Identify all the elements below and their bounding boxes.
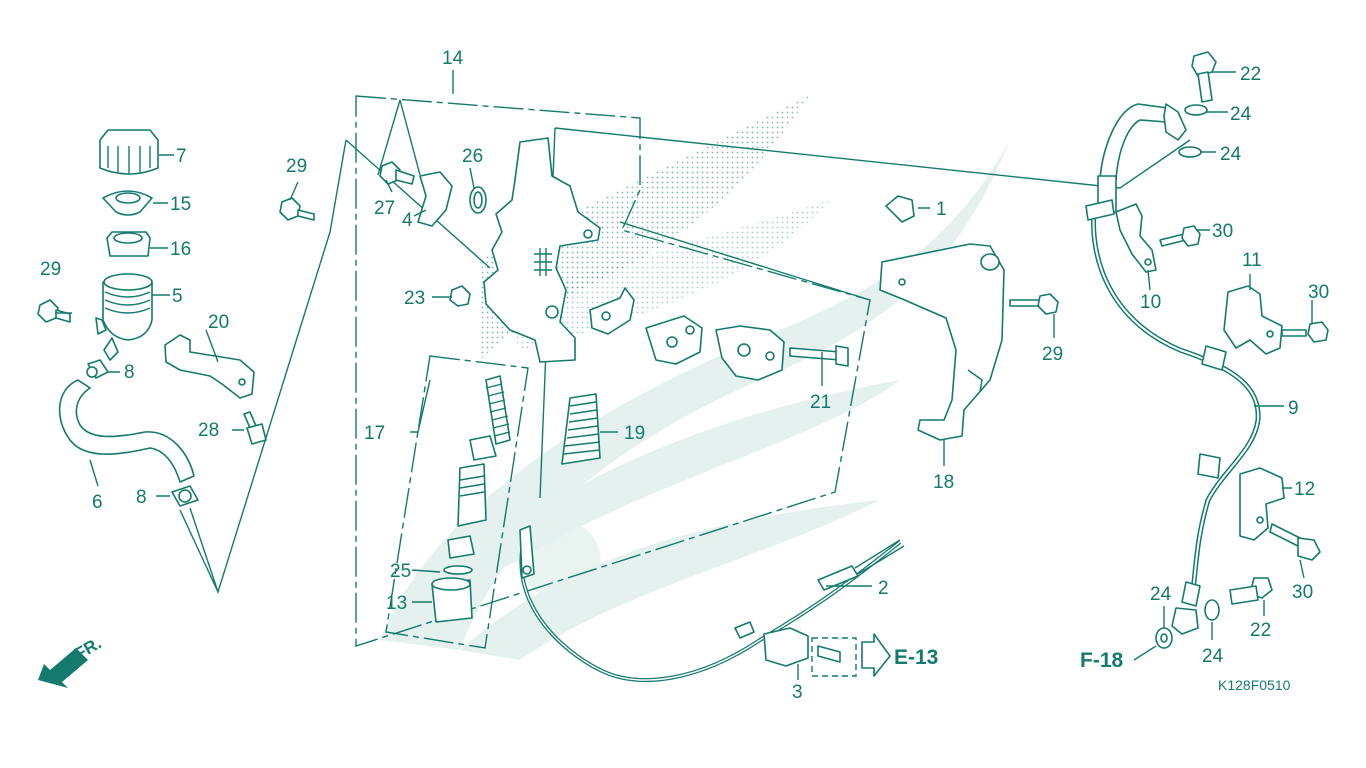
hose-stay-11	[1223, 285, 1283, 355]
callout-3: 3	[792, 682, 803, 703]
linkage-arm-3	[715, 325, 785, 381]
banjo-bolt-22-bottom	[1229, 577, 1273, 605]
callout-5: 5	[172, 286, 183, 307]
clutch-switch	[379, 161, 453, 227]
callout-17: 17	[364, 423, 385, 444]
callout-19: 19	[624, 423, 645, 444]
callout-10: 10	[1140, 292, 1161, 313]
nut-23	[449, 285, 471, 307]
callout-4: 4	[402, 210, 413, 231]
sealing-washer-24b	[1178, 146, 1202, 158]
banjo-bolt-22-top	[1191, 51, 1217, 103]
callout-22-top: 22	[1240, 64, 1261, 85]
callout-labels: 7 15 16 5 29 20 8 28 6 8 14 29 27 4 26 2…	[40, 48, 1329, 703]
callout-7: 7	[176, 146, 187, 167]
hose-stay-12	[1239, 467, 1285, 541]
arrow-right-icon	[861, 633, 891, 677]
callout-9: 9	[1288, 398, 1299, 419]
callout-24-a: 24	[1230, 104, 1252, 125]
pivot-bolt-21	[789, 345, 849, 367]
reservoir-plate	[102, 190, 153, 216]
callout-22-bottom: 22	[1250, 620, 1271, 641]
bolt-29-center	[279, 197, 315, 221]
leader-lines	[55, 71, 1313, 680]
linkage-arm-2	[645, 315, 703, 365]
bolt-30-top	[1159, 225, 1201, 247]
bolt-29-left	[37, 299, 71, 323]
bolt-29-right	[1009, 293, 1059, 315]
piston-set	[443, 375, 511, 575]
callout-15: 15	[170, 194, 191, 215]
callout-12: 12	[1294, 479, 1315, 500]
sealing-washer-24a	[1184, 104, 1208, 116]
boot-19	[561, 393, 601, 465]
bolt-30-middle	[1281, 321, 1329, 343]
o-ring-26	[469, 186, 487, 214]
figure-code: K128F0510	[1218, 677, 1291, 693]
cable-guide-3	[763, 627, 857, 677]
callout-28: 28	[198, 420, 219, 441]
reservoir-cap	[99, 129, 159, 175]
callout-8-lower: 8	[136, 487, 147, 508]
callout-20: 20	[208, 312, 229, 333]
callout-2: 2	[878, 578, 889, 599]
assembly-group-lines	[179, 70, 1191, 649]
clutch-cable	[519, 525, 905, 682]
hose-clip-upper	[86, 359, 109, 379]
callout-24-d: 24	[1202, 646, 1224, 667]
callout-30-middle: 30	[1308, 282, 1329, 303]
sealing-washer-24c	[1155, 627, 1173, 649]
callout-16: 16	[170, 239, 191, 260]
hose-stay-10	[1115, 203, 1157, 273]
reference-f18: F-18	[1080, 649, 1124, 672]
reservoir-hose	[58, 379, 195, 483]
linkage-arm-1	[589, 287, 635, 335]
watermark-wing-logo	[380, 95, 1010, 660]
master-cylinder-body	[483, 137, 601, 363]
callout-13: 13	[386, 593, 407, 614]
callout-18: 18	[933, 472, 954, 493]
callout-24-c: 24	[1150, 584, 1172, 605]
clutch-fluid-reservoir	[95, 273, 153, 361]
callout-29-left: 29	[40, 259, 61, 280]
callout-25: 25	[390, 561, 411, 582]
bolt-28	[243, 411, 267, 445]
reservoir-stay	[164, 334, 255, 399]
clutch-hose	[1085, 103, 1261, 635]
callout-30-bottom: 30	[1292, 582, 1313, 603]
callout-29-right: 29	[1042, 344, 1063, 365]
callout-24-b: 24	[1220, 144, 1242, 165]
callout-21: 21	[810, 392, 831, 413]
hose-clip-lower	[171, 485, 199, 507]
callout-11: 11	[1242, 250, 1262, 271]
reservoir-diaphragm	[106, 231, 151, 257]
cover-18	[879, 243, 1005, 441]
callout-27: 27	[374, 198, 395, 219]
front-arrow-icon	[38, 648, 88, 688]
callout-29-center: 29	[286, 156, 307, 177]
sealing-washer-24d	[1204, 599, 1220, 621]
bolt-30-bottom	[1269, 523, 1321, 561]
reference-e13: E-13	[894, 646, 938, 669]
callout-6: 6	[92, 492, 103, 513]
clamp-1	[885, 195, 915, 223]
callout-14: 14	[442, 48, 464, 69]
callout-23: 23	[404, 288, 425, 309]
callout-26: 26	[462, 146, 483, 167]
boot-13	[431, 577, 473, 623]
callout-1: 1	[936, 199, 947, 220]
callout-30-top: 30	[1212, 221, 1233, 242]
callout-8-upper: 8	[124, 362, 135, 383]
